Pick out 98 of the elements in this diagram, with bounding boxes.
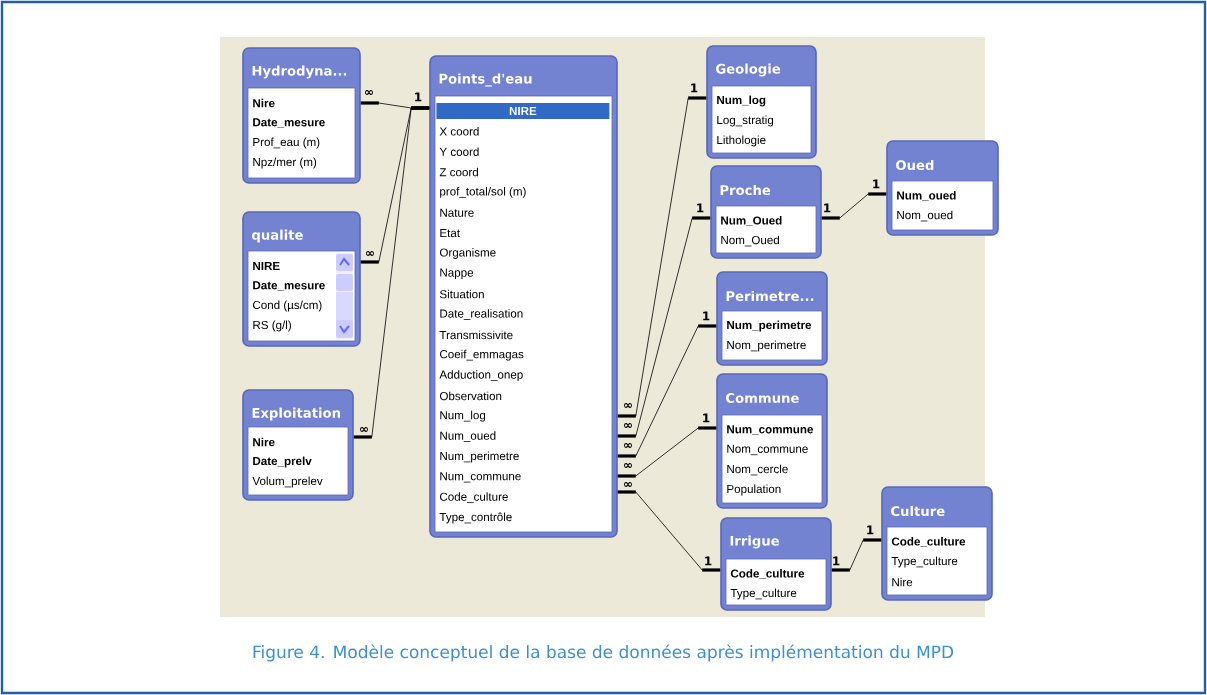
- field-name: Num_Oued: [721, 216, 782, 226]
- field-name: X coord: [439, 127, 479, 136]
- cardinality-label: ∞: [366, 250, 374, 256]
- cardinality-label: 1: [873, 179, 880, 189]
- field-name: Prof_eau (m): [253, 137, 320, 149]
- cardinality-label: 1: [703, 311, 710, 321]
- cardinality-label: 1: [703, 413, 710, 423]
- field-name: Date_mesure: [253, 118, 325, 128]
- field-name: Type_culture: [730, 588, 797, 600]
- relationship-line: [617, 490, 721, 572]
- table-title: Oued: [896, 159, 934, 171]
- field-name: Num_oued: [897, 191, 956, 201]
- field-name: Nire: [892, 577, 913, 587]
- field-name: Etat: [440, 229, 460, 238]
- field-name: prof_total/sol (m): [440, 187, 526, 198]
- table-title: Irrigue: [730, 535, 779, 549]
- table-box: [881, 486, 993, 601]
- field-name: Nappe: [440, 268, 474, 279]
- table-title: Hydrodyna...: [252, 65, 347, 79]
- table-box: [429, 55, 618, 538]
- cardinality-label: 1: [691, 83, 698, 93]
- table-title: Culture: [891, 505, 945, 517]
- relationship-line: [617, 426, 717, 478]
- table-box: [706, 45, 817, 159]
- field-name: Nom_oued: [897, 210, 953, 222]
- field-name: Nom_Oued: [721, 235, 779, 247]
- field-name: Organisme: [439, 248, 496, 259]
- field-name: Observation: [439, 391, 502, 401]
- table-box: [720, 517, 832, 611]
- table-title: Commune: [726, 393, 799, 403]
- field-name: Num_commune: [440, 472, 521, 483]
- relationship-line: [353, 106, 430, 439]
- cardinality-label: 1: [824, 203, 831, 213]
- field-name: Volum_prelev: [252, 476, 323, 488]
- table-box: [710, 165, 822, 259]
- field-name: Code_culture: [891, 537, 966, 547]
- table-box: [242, 389, 354, 501]
- field-name: Nire: [253, 98, 275, 108]
- relationship-line: [617, 216, 711, 438]
- field-name: Nom_commune: [727, 444, 808, 456]
- cardinality-label: ∞: [624, 422, 632, 428]
- cardinality-label: 1: [833, 556, 840, 566]
- relationship-line: [821, 192, 887, 220]
- cardinality-label: ∞: [624, 442, 632, 448]
- field-name: Type_culture: [891, 556, 958, 568]
- field-name: Nom_perimetre: [727, 340, 806, 352]
- cardinality-label: ∞: [624, 481, 632, 487]
- table-title: Points_d'eau: [439, 73, 532, 87]
- field-name: Nire: [253, 437, 275, 447]
- field-name: Date_realisation: [440, 309, 523, 320]
- field-name: Date_mesure: [253, 281, 325, 291]
- cardinality-label: 1: [415, 92, 422, 102]
- field-name: Transmissivite: [439, 330, 513, 340]
- table-box: [242, 47, 361, 184]
- relationship-line: [617, 96, 707, 418]
- cardinality-label: ∞: [624, 402, 632, 408]
- table-title: Geologie: [716, 63, 781, 77]
- cardinality-label: ∞: [365, 89, 373, 95]
- figure-caption: Figure 4. Modèle conceptuel de la base de données après implémentation du MPD: [253, 644, 954, 662]
- cardinality-label: 1: [867, 525, 874, 535]
- cardinality-label: 1: [705, 556, 712, 566]
- field-name: Coeif_emmagas: [440, 349, 524, 361]
- field-name: Date_prelv: [253, 456, 312, 468]
- field-name: Num_log: [717, 95, 766, 107]
- field-name: Y coord: [439, 147, 479, 156]
- field-name: Code_culture: [440, 492, 508, 504]
- field-name: Adduction_onep: [439, 370, 523, 381]
- field-name: NIRE: [253, 262, 280, 270]
- table-title: Exploitation: [252, 407, 340, 421]
- field-name: Num_perimetre: [440, 451, 519, 463]
- field-name: Population: [727, 484, 781, 496]
- cardinality-label: ∞: [624, 462, 632, 468]
- table-box: [886, 140, 999, 236]
- field-name: Log_stratig: [717, 115, 774, 127]
- field-name: Num_commune: [727, 425, 813, 435]
- field-name: RS (g/l): [253, 320, 291, 332]
- field-name: Num_log: [440, 410, 486, 422]
- cardinality-label: 1: [697, 203, 704, 213]
- table-box: [242, 211, 361, 347]
- field-name: Npz/mer (m): [253, 157, 317, 169]
- field-name: Code_culture: [730, 569, 805, 579]
- relationship-line: [831, 538, 882, 572]
- table-box: [716, 271, 828, 366]
- table-title: Perimetre...: [726, 290, 814, 302]
- field-name: Z coord: [439, 167, 478, 177]
- cardinality-label: ∞: [360, 426, 368, 432]
- field-name: Cond (µs/cm): [253, 300, 322, 312]
- field-name: Type_contrôle: [439, 512, 512, 524]
- field-name: Num_perimetre: [727, 320, 812, 332]
- table-title: qualite: [252, 229, 303, 243]
- field-name: Lithologie: [717, 135, 766, 147]
- relationship-line: [617, 324, 717, 458]
- field-name: Situation: [439, 289, 484, 299]
- field-name: Nature: [440, 208, 474, 217]
- field-name: Nom_cercle: [727, 464, 788, 476]
- table-title: Proche: [720, 184, 771, 196]
- field-name: Num_oued: [440, 431, 496, 442]
- table-box: [716, 373, 828, 509]
